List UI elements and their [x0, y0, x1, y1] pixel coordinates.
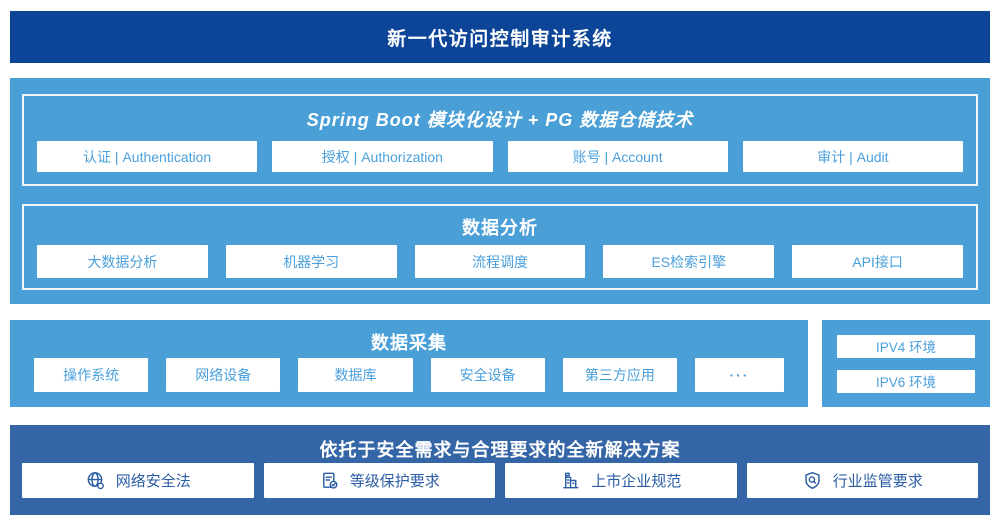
data-analysis-modules-row: 大数据分析 机器学习 流程调度 ES检索引擎 API接口 — [24, 245, 976, 278]
shield-inspect-icon — [802, 470, 823, 491]
solution-card-label: 上市企业规范 — [591, 473, 682, 490]
source-card-security-device: 安全设备 — [430, 358, 545, 392]
module-card-authentication: 认证 | Authentication — [37, 141, 258, 172]
module-card-bigdata: 大数据分析 — [37, 245, 208, 278]
solution-card-label: 网络安全法 — [115, 473, 191, 490]
module-card-audit: 审计 | Audit — [742, 141, 963, 172]
source-card-database: 数据库 — [298, 358, 413, 392]
data-analysis-title: 数据分析 — [462, 218, 538, 238]
page-title: 新一代访问控制审计系统 — [387, 28, 613, 50]
module-card-authorization: 授权 | Authorization — [272, 141, 493, 172]
data-collection-title: 数据采集 — [371, 333, 447, 353]
data-collection-sources-row: 操作系统 网络设备 数据库 安全设备 第三方应用 ··· — [10, 358, 808, 392]
source-card-ellipsis: ··· — [694, 358, 784, 392]
module-card-api: API接口 — [792, 245, 963, 278]
module-card-scheduling: 流程调度 — [414, 245, 586, 278]
env-card-ipv6: IPV6 环境 — [837, 369, 975, 393]
solution-card-listed-company: 上市企业规范 — [505, 463, 737, 498]
compliance-checklist-icon — [319, 470, 340, 491]
solution-card-industry-regulation: 行业监管要求 — [746, 463, 978, 498]
source-card-os: 操作系统 — [34, 358, 149, 392]
solution-panel: 依托于安全需求与合理要求的全新解决方案 网络安全法 — [10, 425, 990, 515]
platform-panel: Spring Boot 模块化设计 + PG 数据仓储技术 认证 | Authe… — [10, 78, 990, 304]
data-collection-panel: 数据采集 操作系统 网络设备 数据库 安全设备 第三方应用 ··· — [10, 320, 808, 407]
globe-network-icon — [85, 470, 106, 491]
solution-title: 依托于安全需求与合理要求的全新解决方案 — [319, 440, 681, 460]
solution-card-classified-protection: 等级保护要求 — [263, 463, 495, 498]
module-card-ml: 机器学习 — [225, 245, 397, 278]
springboot-modules-row: 认证 | Authentication 授权 | Authorization 账… — [24, 141, 976, 172]
listed-company-building-icon — [560, 470, 581, 491]
source-card-network-device: 网络设备 — [166, 358, 281, 392]
module-card-es-search: ES检索引擎 — [603, 245, 775, 278]
solution-card-label: 行业监管要求 — [832, 473, 923, 490]
solution-card-cybersecurity-law: 网络安全法 — [22, 463, 254, 498]
springboot-group: Spring Boot 模块化设计 + PG 数据仓储技术 认证 | Authe… — [22, 94, 978, 186]
ip-environment-panel: IPV4 环境 IPV6 环境 — [822, 320, 990, 407]
solution-items-row: 网络安全法 等级保护要求 — [10, 463, 990, 498]
module-card-account: 账号 | Account — [507, 141, 728, 172]
page-title-banner: 新一代访问控制审计系统 — [10, 11, 990, 63]
solution-card-label: 等级保护要求 — [349, 473, 440, 490]
env-card-ipv4: IPV4 环境 — [837, 334, 975, 358]
springboot-group-title: Spring Boot 模块化设计 + PG 数据仓储技术 — [306, 110, 694, 130]
source-card-third-party: 第三方应用 — [562, 358, 677, 392]
data-analysis-group: 数据分析 大数据分析 机器学习 流程调度 ES检索引擎 API接口 — [22, 204, 978, 290]
